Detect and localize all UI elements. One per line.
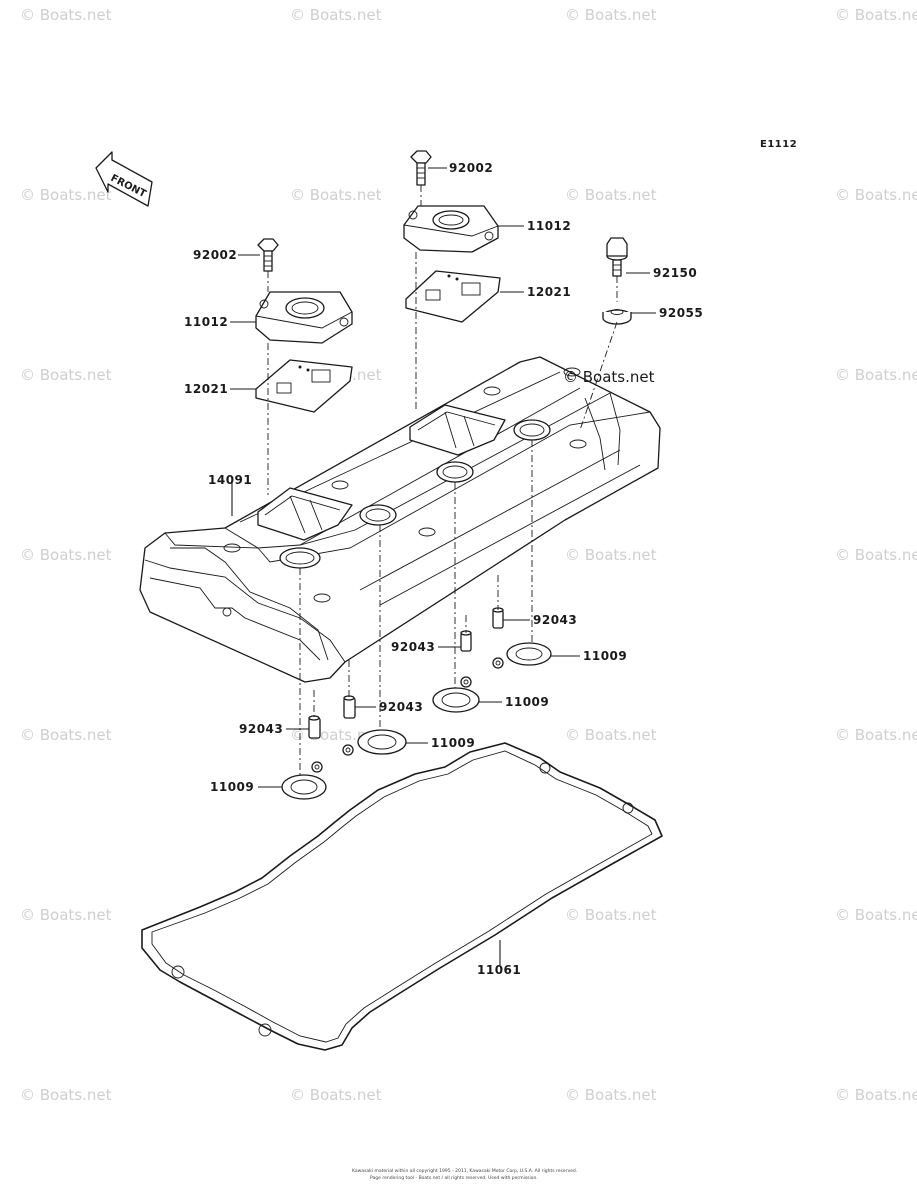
watermark: © Boats.net [20,186,112,204]
leader-lines [230,167,656,965]
watermark: © Boats.net [565,546,657,564]
watermark: © Boats.net [20,906,112,924]
part-label-11009[interactable]: 11009 [583,649,627,663]
bolt-92150 [606,237,628,277]
gasket-11009-mid-right [432,676,480,713]
watermark: © Boats.net [20,6,112,24]
cap-11012-upper [403,205,499,253]
gasket-11009-mid-left [342,729,407,756]
cover-gasket-11061 [141,742,663,1051]
watermark: © Boats.net [20,726,112,744]
part-label-11012[interactable]: 11012 [184,315,228,329]
part-label-92043[interactable]: 92043 [533,613,577,627]
watermark: © Boats.net [565,6,657,24]
watermark: © Boats.net [290,186,382,204]
diagram-code: E1112 [760,139,797,150]
watermark: © Boats.net [835,906,917,924]
watermark: © Boats.net [835,1086,917,1104]
plate-12021-upper [405,270,501,323]
dowel-92043-far-right [492,607,504,629]
washer-92055 [602,309,632,325]
watermark: © Boats.net [565,186,657,204]
part-label-11012[interactable]: 11012 [527,219,571,233]
part-label-12021[interactable]: 12021 [527,285,571,299]
watermark: © Boats.net [835,726,917,744]
gasket-11009-far-left [281,761,327,800]
part-label-92002[interactable]: 92002 [193,248,237,262]
part-label-12021[interactable]: 12021 [184,382,228,396]
watermark: © Boats.net [20,1086,112,1104]
inline-watermark: © Boats.net [563,368,655,386]
watermark: © Boats.net [565,906,657,924]
dowel-92043-mid-right [460,630,472,652]
copyright-line-1: Kawasaki material within all copyright 1… [352,1168,577,1174]
part-label-11009[interactable]: 11009 [505,695,549,709]
watermark: © Boats.net [565,726,657,744]
copyright-line-2: Page rendering tool - Boats.net / all ri… [370,1175,538,1181]
bolt-92002-left [257,238,279,272]
dowel-92043-far-left [308,715,321,739]
watermark: © Boats.net [290,6,382,24]
alignment-lines [267,185,618,775]
part-label-11009[interactable]: 11009 [210,780,254,794]
watermark: © Boats.net [835,546,917,564]
part-label-11061[interactable]: 11061 [477,963,521,977]
cap-11012-left [255,291,353,344]
head-cover-14091 [139,356,661,683]
watermark: © Boats.net [290,1086,382,1104]
part-label-92055[interactable]: 92055 [659,306,703,320]
part-label-92002[interactable]: 92002 [449,161,493,175]
watermark: © Boats.net [20,366,112,384]
part-label-92150[interactable]: 92150 [653,266,697,280]
part-labels: 92002 11012 12021 92002 11012 12021 9215… [184,161,703,977]
watermarks: © Boats.net © Boats.net © Boats.net © Bo… [20,6,917,1104]
part-label-14091[interactable]: 14091 [208,473,252,487]
watermark: © Boats.net [835,6,917,24]
gasket-11009-far-right [492,642,552,669]
part-label-92043[interactable]: 92043 [379,700,423,714]
watermark: © Boats.net [20,546,112,564]
part-label-92043[interactable]: 92043 [239,722,283,736]
bolt-92002-upper [410,150,432,186]
part-label-11009[interactable]: 11009 [431,736,475,750]
watermark: © Boats.net [835,186,917,204]
part-label-92043[interactable]: 92043 [391,640,435,654]
watermark: © Boats.net [835,366,917,384]
plate-12021-left [255,359,353,413]
dowel-92043-mid-left [343,695,356,719]
watermark: © Boats.net [565,1086,657,1104]
